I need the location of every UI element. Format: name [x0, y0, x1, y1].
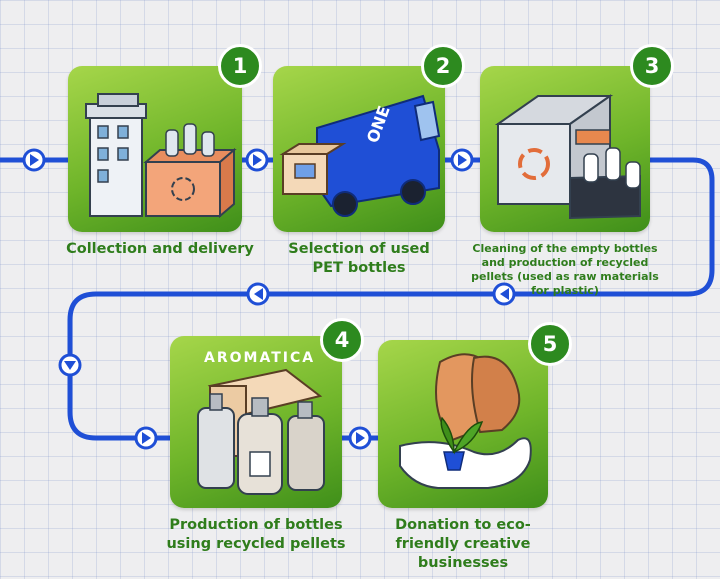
delivery-van-illustration: ONE: [279, 94, 441, 217]
flow-arrow-icon: [246, 282, 270, 306]
step-1-badge: 1: [218, 44, 262, 88]
step-3-caption: Cleaning of the empty bottles and produc…: [471, 242, 659, 297]
step-1-card: 1: [68, 44, 262, 232]
step-4-badge: 4: [320, 318, 364, 362]
step-5-badge: 5: [528, 322, 572, 366]
flow-arrow-icon: [58, 353, 82, 377]
brand-label: AROMATICA: [204, 350, 316, 366]
step-5-card: 5: [378, 322, 572, 508]
step-5-caption: Donation to eco-friendly creative busine…: [395, 517, 531, 571]
step-3-badge: 3: [630, 44, 674, 88]
step-4-caption: Production of bottles using recycled pel…: [166, 517, 346, 552]
step-4-card: 4: [170, 318, 364, 508]
building-with-bin-illustration: [85, 93, 237, 219]
flow-arrow-icon: [22, 148, 46, 172]
step-2-card: ONE 2: [273, 44, 465, 232]
hand-with-plant-illustration: [399, 353, 532, 489]
step-2-caption: Selection of used PET bottles: [288, 241, 430, 276]
flow-arrow-markers: [22, 148, 516, 450]
recycling-machine-illustration: [494, 94, 641, 220]
step-2-badge: 2: [421, 44, 465, 88]
flow-arrow-icon: [450, 148, 474, 172]
step-1-caption: Collection and delivery: [66, 241, 254, 257]
flow-arrow-icon: [245, 148, 269, 172]
flow-arrow-icon: [134, 426, 158, 450]
step-3-card: 3: [480, 44, 674, 232]
flow-arrow-icon: [348, 426, 372, 450]
recycled-bottles-illustration: [197, 368, 325, 495]
flow-arrow-icon: [492, 282, 516, 306]
